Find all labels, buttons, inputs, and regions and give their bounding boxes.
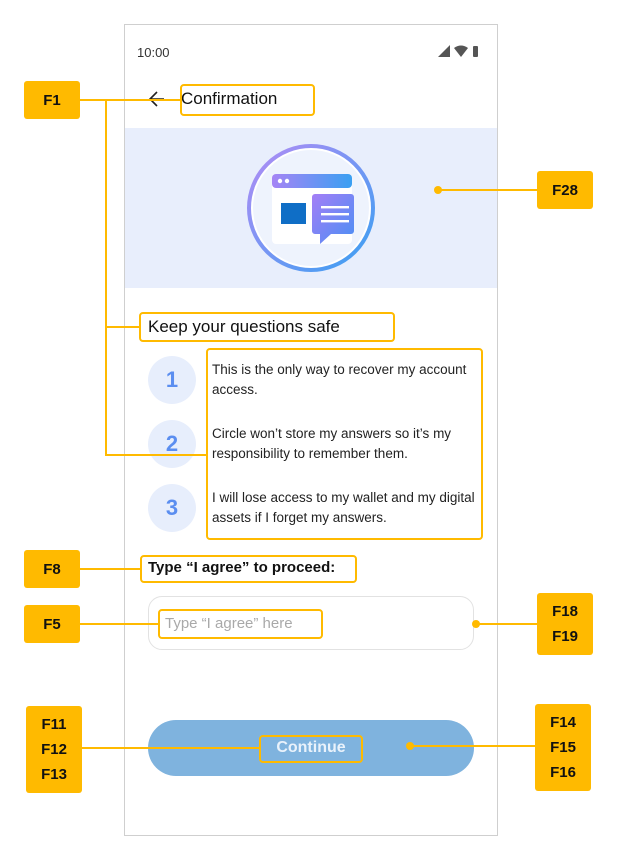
agree-input[interactable] bbox=[148, 596, 474, 650]
agree-label: Type “I agree” to proceed: bbox=[148, 559, 336, 576]
step-text-1: This is the only way to recover my accou… bbox=[212, 362, 467, 397]
annotation-f8: F8 bbox=[24, 550, 80, 588]
battery-icon bbox=[473, 46, 478, 57]
annotation-f5: F5 bbox=[24, 605, 80, 643]
annotation-f28: F28 bbox=[537, 171, 593, 209]
highlight-agree-label bbox=[140, 555, 357, 583]
step-number-1: 1 bbox=[148, 356, 196, 404]
step-text-2: Circle won’t store my answers so it’s my… bbox=[212, 426, 452, 461]
back-arrow-icon[interactable] bbox=[146, 89, 166, 109]
step-text-3: I will lose access to my wallet and my d… bbox=[212, 490, 475, 525]
highlight-step-texts bbox=[206, 348, 483, 540]
status-icons bbox=[438, 45, 478, 57]
status-time: 10:00 bbox=[137, 45, 170, 60]
highlight-section-title bbox=[139, 312, 395, 342]
wifi-icon bbox=[454, 45, 468, 57]
hero-banner bbox=[125, 128, 497, 288]
signal-icon bbox=[438, 45, 450, 57]
step-number-3: 3 bbox=[148, 484, 196, 532]
highlight-title bbox=[180, 84, 315, 116]
browser-chat-icon bbox=[247, 144, 375, 272]
step-number-2: 2 bbox=[148, 420, 196, 468]
highlight-continue-label bbox=[259, 735, 363, 763]
highlight-input-placeholder bbox=[158, 609, 323, 639]
annotation-f1: F1 bbox=[24, 81, 80, 119]
